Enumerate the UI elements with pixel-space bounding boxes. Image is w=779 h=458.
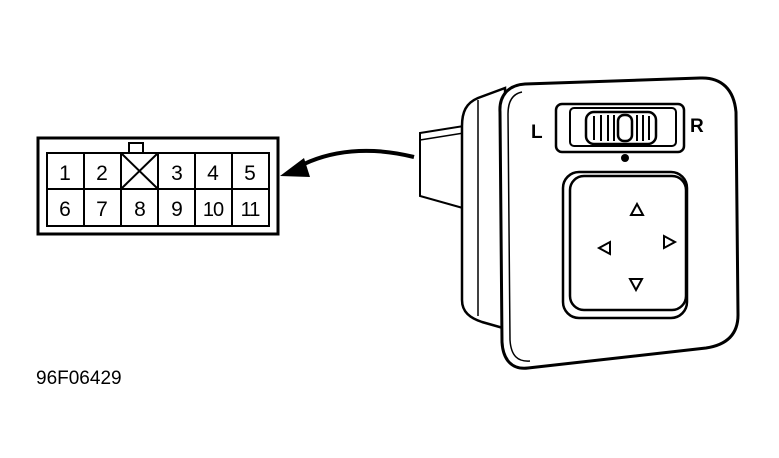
pin-label-8: 8 — [134, 198, 146, 221]
arrow-head — [280, 158, 310, 177]
adjust-pad[interactable] — [568, 174, 688, 312]
selector-right-label: R — [690, 116, 704, 137]
pin-label-7: 7 — [96, 198, 108, 221]
mirror-switch — [419, 76, 740, 370]
pin-label-10: 10 — [203, 199, 224, 221]
selector-knob[interactable] — [584, 110, 658, 146]
connector-lock-tab — [128, 142, 144, 154]
switch-bezel-inner-edge — [507, 91, 531, 362]
unused-cavity-mark — [120, 152, 159, 190]
pin-label-4: 4 — [207, 162, 219, 185]
arrow-shaft — [297, 148, 415, 169]
pin-label-6: 6 — [59, 198, 71, 221]
connector-pin-labels: 1 2 3 4 5 6 7 8 9 10 11 — [59, 162, 261, 221]
selector-left-label: L — [531, 122, 543, 143]
selector-knob-grip — [616, 113, 634, 143]
connector-outer-frame — [36, 136, 280, 236]
arrow-right-icon[interactable] — [663, 234, 678, 250]
selector-slot-inner — [569, 107, 677, 147]
pointer-arrow — [280, 148, 415, 177]
center-indicator-dot — [621, 154, 629, 162]
pin-label-9: 9 — [171, 198, 183, 221]
switch-rear-housing — [460, 86, 512, 332]
pin-label-1: 1 — [59, 162, 71, 185]
arrow-down-icon[interactable] — [628, 278, 644, 293]
selector-knob-body — [584, 110, 658, 146]
arrow-up-icon[interactable] — [629, 201, 645, 216]
arrow-left-icon[interactable] — [596, 240, 611, 256]
figure-code: 96F06429 — [36, 368, 122, 389]
pin-label-2: 2 — [96, 162, 108, 185]
pin-label-11: 11 — [241, 199, 261, 221]
pin-label-5: 5 — [244, 162, 256, 185]
pin-label-3: 3 — [171, 162, 183, 185]
connector — [36, 136, 280, 236]
